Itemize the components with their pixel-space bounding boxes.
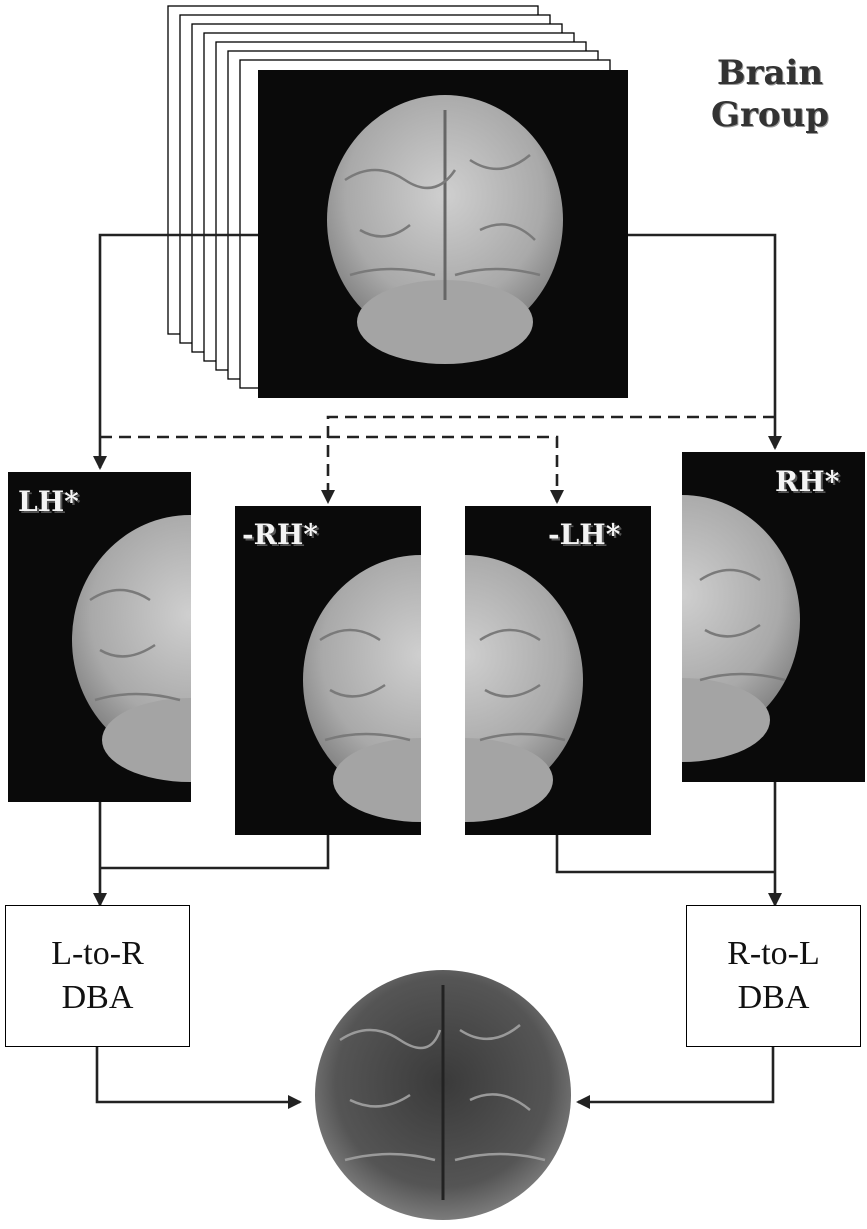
dashed-connectors [100, 415, 775, 504]
top-brain-panel [258, 70, 628, 398]
neg-lh-panel [465, 506, 651, 835]
brain-group-title: Brain Group [690, 52, 850, 136]
l-to-r-line-2: DBA [61, 979, 134, 1016]
rh-panel [682, 452, 865, 782]
neg-rh-panel [235, 506, 421, 835]
rh-brain-image [682, 495, 800, 762]
neg-lh-brain-image [465, 555, 583, 822]
title-line-1: Brain [716, 53, 824, 93]
r-to-l-line-1: R-to-L [727, 935, 820, 972]
top-brain-image [327, 95, 563, 364]
l-to-r-dba-box: L-to-R DBA [5, 905, 190, 1047]
title-line-2: Group [710, 95, 830, 135]
lh-brain-image [72, 515, 191, 782]
neg-lh-label: -LH* [548, 518, 621, 551]
r-to-l-dba-box: R-to-L DBA [686, 905, 861, 1047]
solid-connectors [93, 233, 782, 1109]
neg-rh-label: -RH* [242, 518, 318, 551]
r-to-l-line-2: DBA [737, 979, 810, 1016]
rh-label: RH* [775, 465, 840, 498]
neg-rh-brain-image [303, 555, 421, 822]
lh-label: LH* [18, 485, 79, 518]
average-brain-image [315, 970, 571, 1220]
l-to-r-line-1: L-to-R [51, 935, 144, 972]
lh-panel [8, 472, 191, 802]
